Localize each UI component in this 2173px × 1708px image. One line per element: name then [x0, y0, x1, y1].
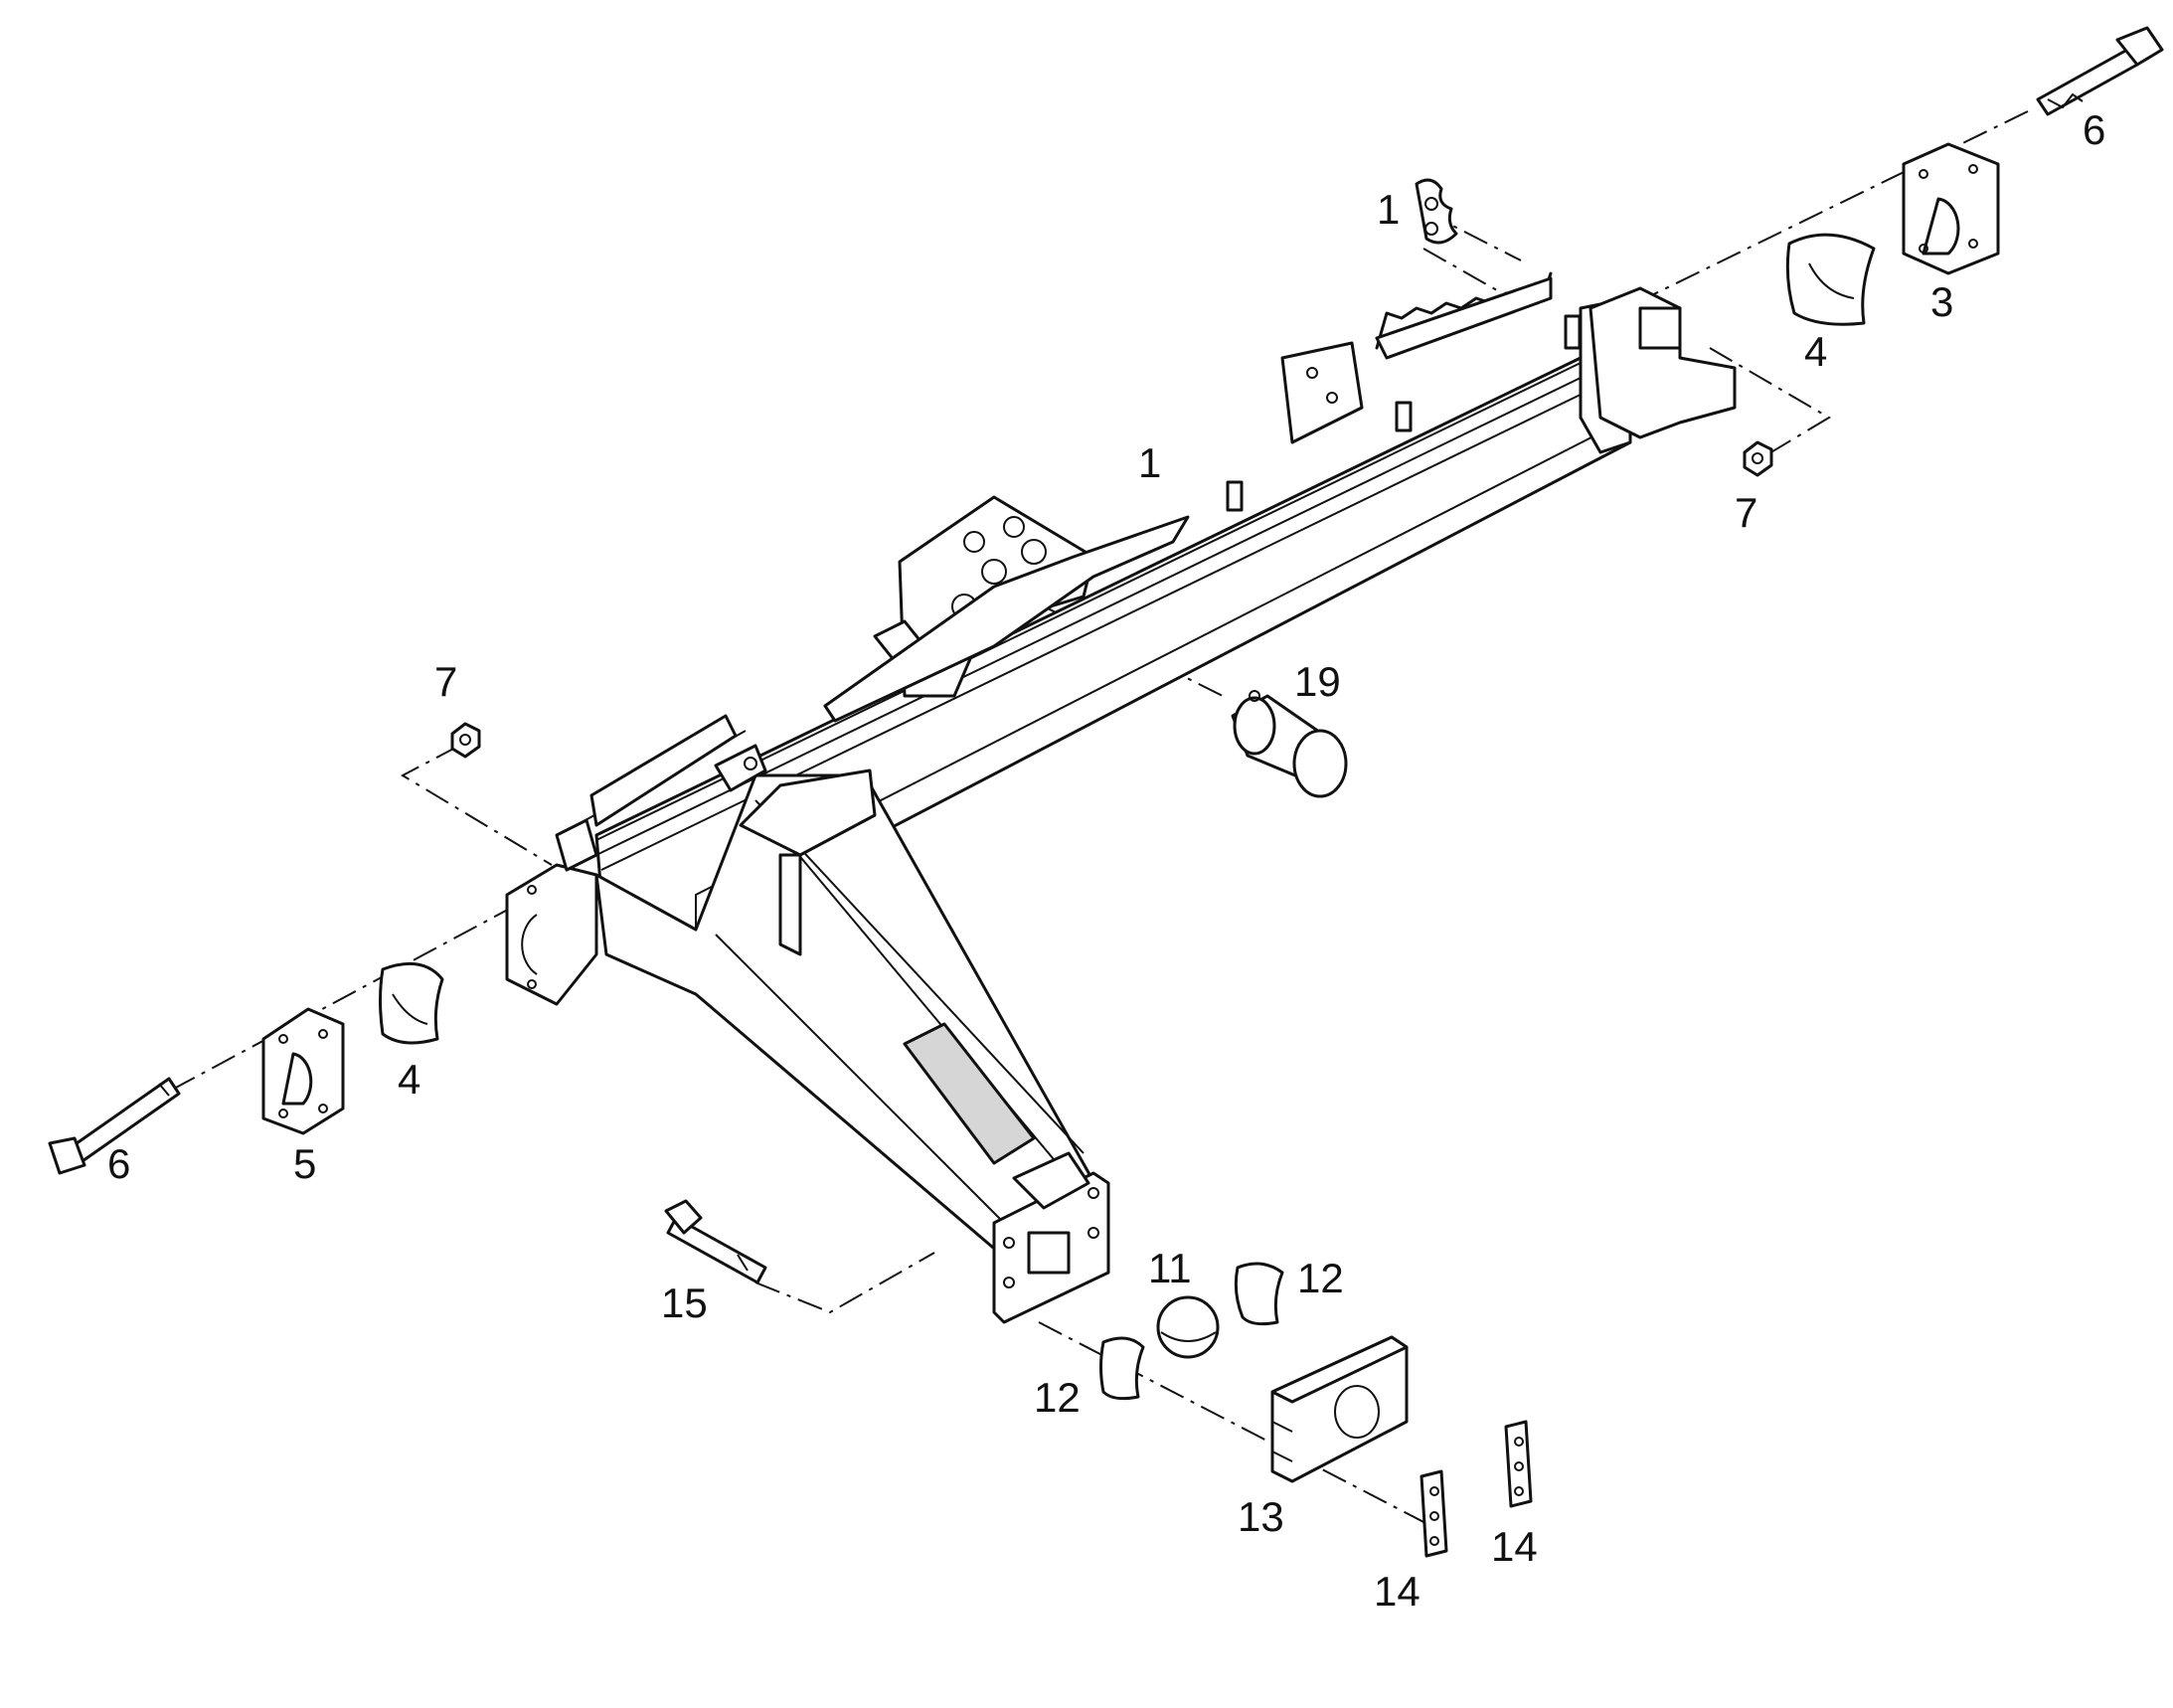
callout-labels: 1 1 3 4 4 5 6 6 7 7 11 12 12 13 14 14 15… [107, 106, 2105, 1615]
main-frame [505, 271, 1737, 1324]
bushing-4-left [379, 961, 444, 1045]
bolt-6-right [2036, 26, 2164, 116]
callout-12-lower: 12 [1034, 1374, 1081, 1421]
strip-14-left [1420, 1469, 1448, 1558]
callout-12-upper: 12 [1297, 1255, 1344, 1301]
callout-19: 19 [1294, 658, 1341, 705]
callout-1: 1 [1138, 439, 1161, 486]
half-shell-12-upper [1234, 1262, 1284, 1326]
callout-4-right: 4 [1804, 328, 1827, 375]
callout-7-right: 7 [1735, 489, 1757, 536]
strip-14-right [1504, 1420, 1533, 1508]
callout-3: 3 [1930, 278, 1953, 325]
bushing-4-right [1785, 233, 1876, 326]
callout-4-left: 4 [398, 1056, 420, 1103]
nut-7-left [450, 722, 481, 759]
callout-15: 15 [661, 1280, 708, 1326]
nut-7-right [1743, 440, 1773, 477]
block-13 [1270, 1335, 1409, 1483]
bolt-6-left [48, 1077, 181, 1175]
bolt-15 [664, 1199, 767, 1284]
ball-11 [1156, 1295, 1220, 1359]
callout-11: 11 [1148, 1245, 1192, 1291]
assembly-lines [173, 110, 2029, 1527]
pin-19 [1231, 690, 1348, 798]
callout-13: 13 [1238, 1493, 1284, 1540]
callout-14-right: 14 [1491, 1523, 1538, 1570]
callout-1-clip: 1 [1377, 186, 1400, 233]
clip-part [1415, 178, 1458, 245]
half-shell-12-lower [1099, 1336, 1145, 1401]
callout-7-left: 7 [434, 658, 457, 705]
callout-5: 5 [293, 1140, 316, 1187]
callout-6-right: 6 [2083, 106, 2105, 153]
callout-14-left: 14 [1374, 1568, 1421, 1615]
clamp-3 [1902, 142, 2000, 275]
callout-6-left: 6 [107, 1140, 130, 1187]
clamp-5 [261, 1007, 345, 1135]
